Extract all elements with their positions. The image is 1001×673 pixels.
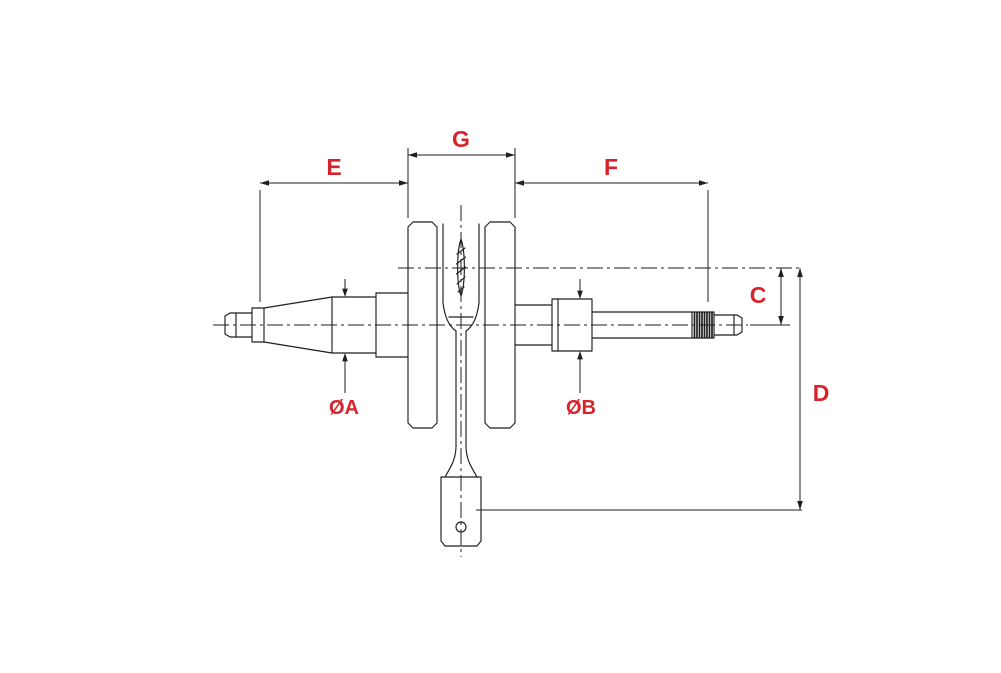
crankshaft-outline: [224, 221, 743, 429]
left-stub: [224, 312, 253, 338]
arrowhead: [778, 268, 784, 277]
dimension-c: C: [750, 268, 790, 326]
big-end-sides: [442, 223, 480, 304]
left-step: [251, 307, 265, 343]
arrowhead: [408, 152, 417, 158]
dimension-label-d: D: [813, 380, 830, 406]
dimension-label-c: C: [750, 282, 767, 308]
journal-a: [331, 296, 377, 354]
dimension-label-dia-a: ØA: [329, 397, 359, 419]
right-collar: [514, 304, 553, 346]
dimension-dia-b: ØB: [566, 279, 596, 419]
thread-knurl-lines: [693, 312, 713, 338]
arrowhead: [506, 152, 515, 158]
crank-web-right: [484, 221, 516, 429]
arrowhead: [342, 288, 348, 297]
rod-flare: [444, 445, 478, 478]
arrowhead: [515, 180, 524, 186]
small-end-block: [440, 476, 482, 547]
journal-a-collar: [375, 292, 409, 358]
dimension-label-g: G: [452, 126, 470, 152]
dimension-dia-a: ØA: [329, 279, 359, 419]
crankpin-hatch: [455, 247, 467, 293]
arrowhead: [577, 351, 583, 360]
big-end-bottom: [442, 302, 480, 332]
connecting-rod: [440, 223, 482, 547]
arrowhead: [342, 353, 348, 362]
centerlines: [213, 205, 802, 557]
crank-web-left: [407, 221, 438, 429]
dimension-g: G: [408, 126, 516, 218]
small-end-hole: [455, 521, 467, 533]
arrowhead: [797, 501, 803, 510]
dimension-label-dia-b: ØB: [566, 397, 596, 419]
hub-b: [551, 298, 593, 352]
thread-block: [691, 311, 715, 339]
arrowhead: [260, 180, 269, 186]
dimension-e: E: [259, 148, 409, 302]
arrowhead: [577, 290, 583, 299]
right-stub: [713, 314, 743, 336]
right-shaft: [591, 311, 693, 339]
dimension-label-e: E: [326, 154, 341, 180]
dimension-label-f: F: [604, 154, 618, 180]
left-taper: [263, 296, 333, 354]
arrowhead: [797, 268, 803, 277]
rod-shank: [455, 330, 467, 447]
arrowhead: [399, 180, 408, 186]
crankpin-lens: [457, 238, 465, 297]
arrowhead: [699, 180, 708, 186]
arrowhead: [778, 316, 784, 325]
dimension-d: D: [476, 268, 830, 511]
dimension-f: F: [515, 154, 709, 302]
